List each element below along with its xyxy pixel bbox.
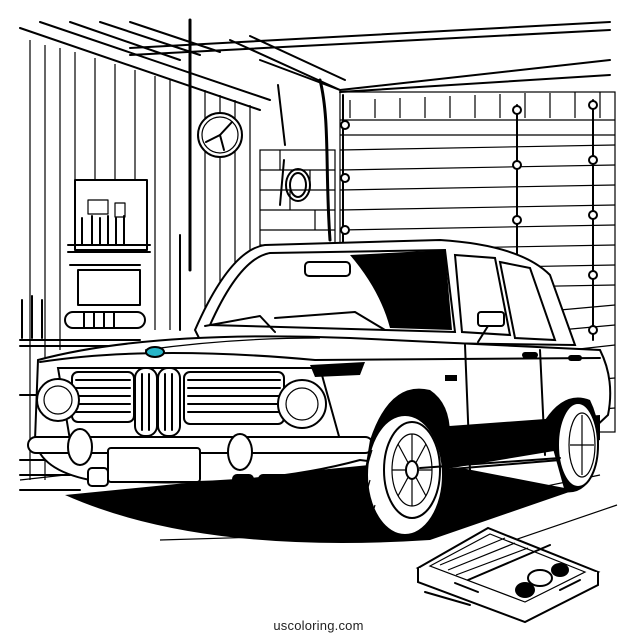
front-bumper [27, 428, 374, 488]
site-caption: uscoloring.com [273, 618, 364, 633]
brand-badge-icon [145, 346, 165, 358]
wall-clock-icon [197, 112, 243, 158]
tool-shelf [21, 179, 181, 339]
left-grille [71, 371, 135, 423]
license-plate [107, 447, 201, 483]
right-headlight-icon [277, 379, 327, 429]
right-grille [183, 371, 285, 425]
classic-sedan [27, 238, 612, 543]
left-headlight-icon [36, 378, 80, 422]
rear-wheel [545, 397, 599, 493]
kidney-grille [134, 367, 181, 437]
front-wheel [360, 388, 450, 536]
toolbox [415, 526, 601, 624]
